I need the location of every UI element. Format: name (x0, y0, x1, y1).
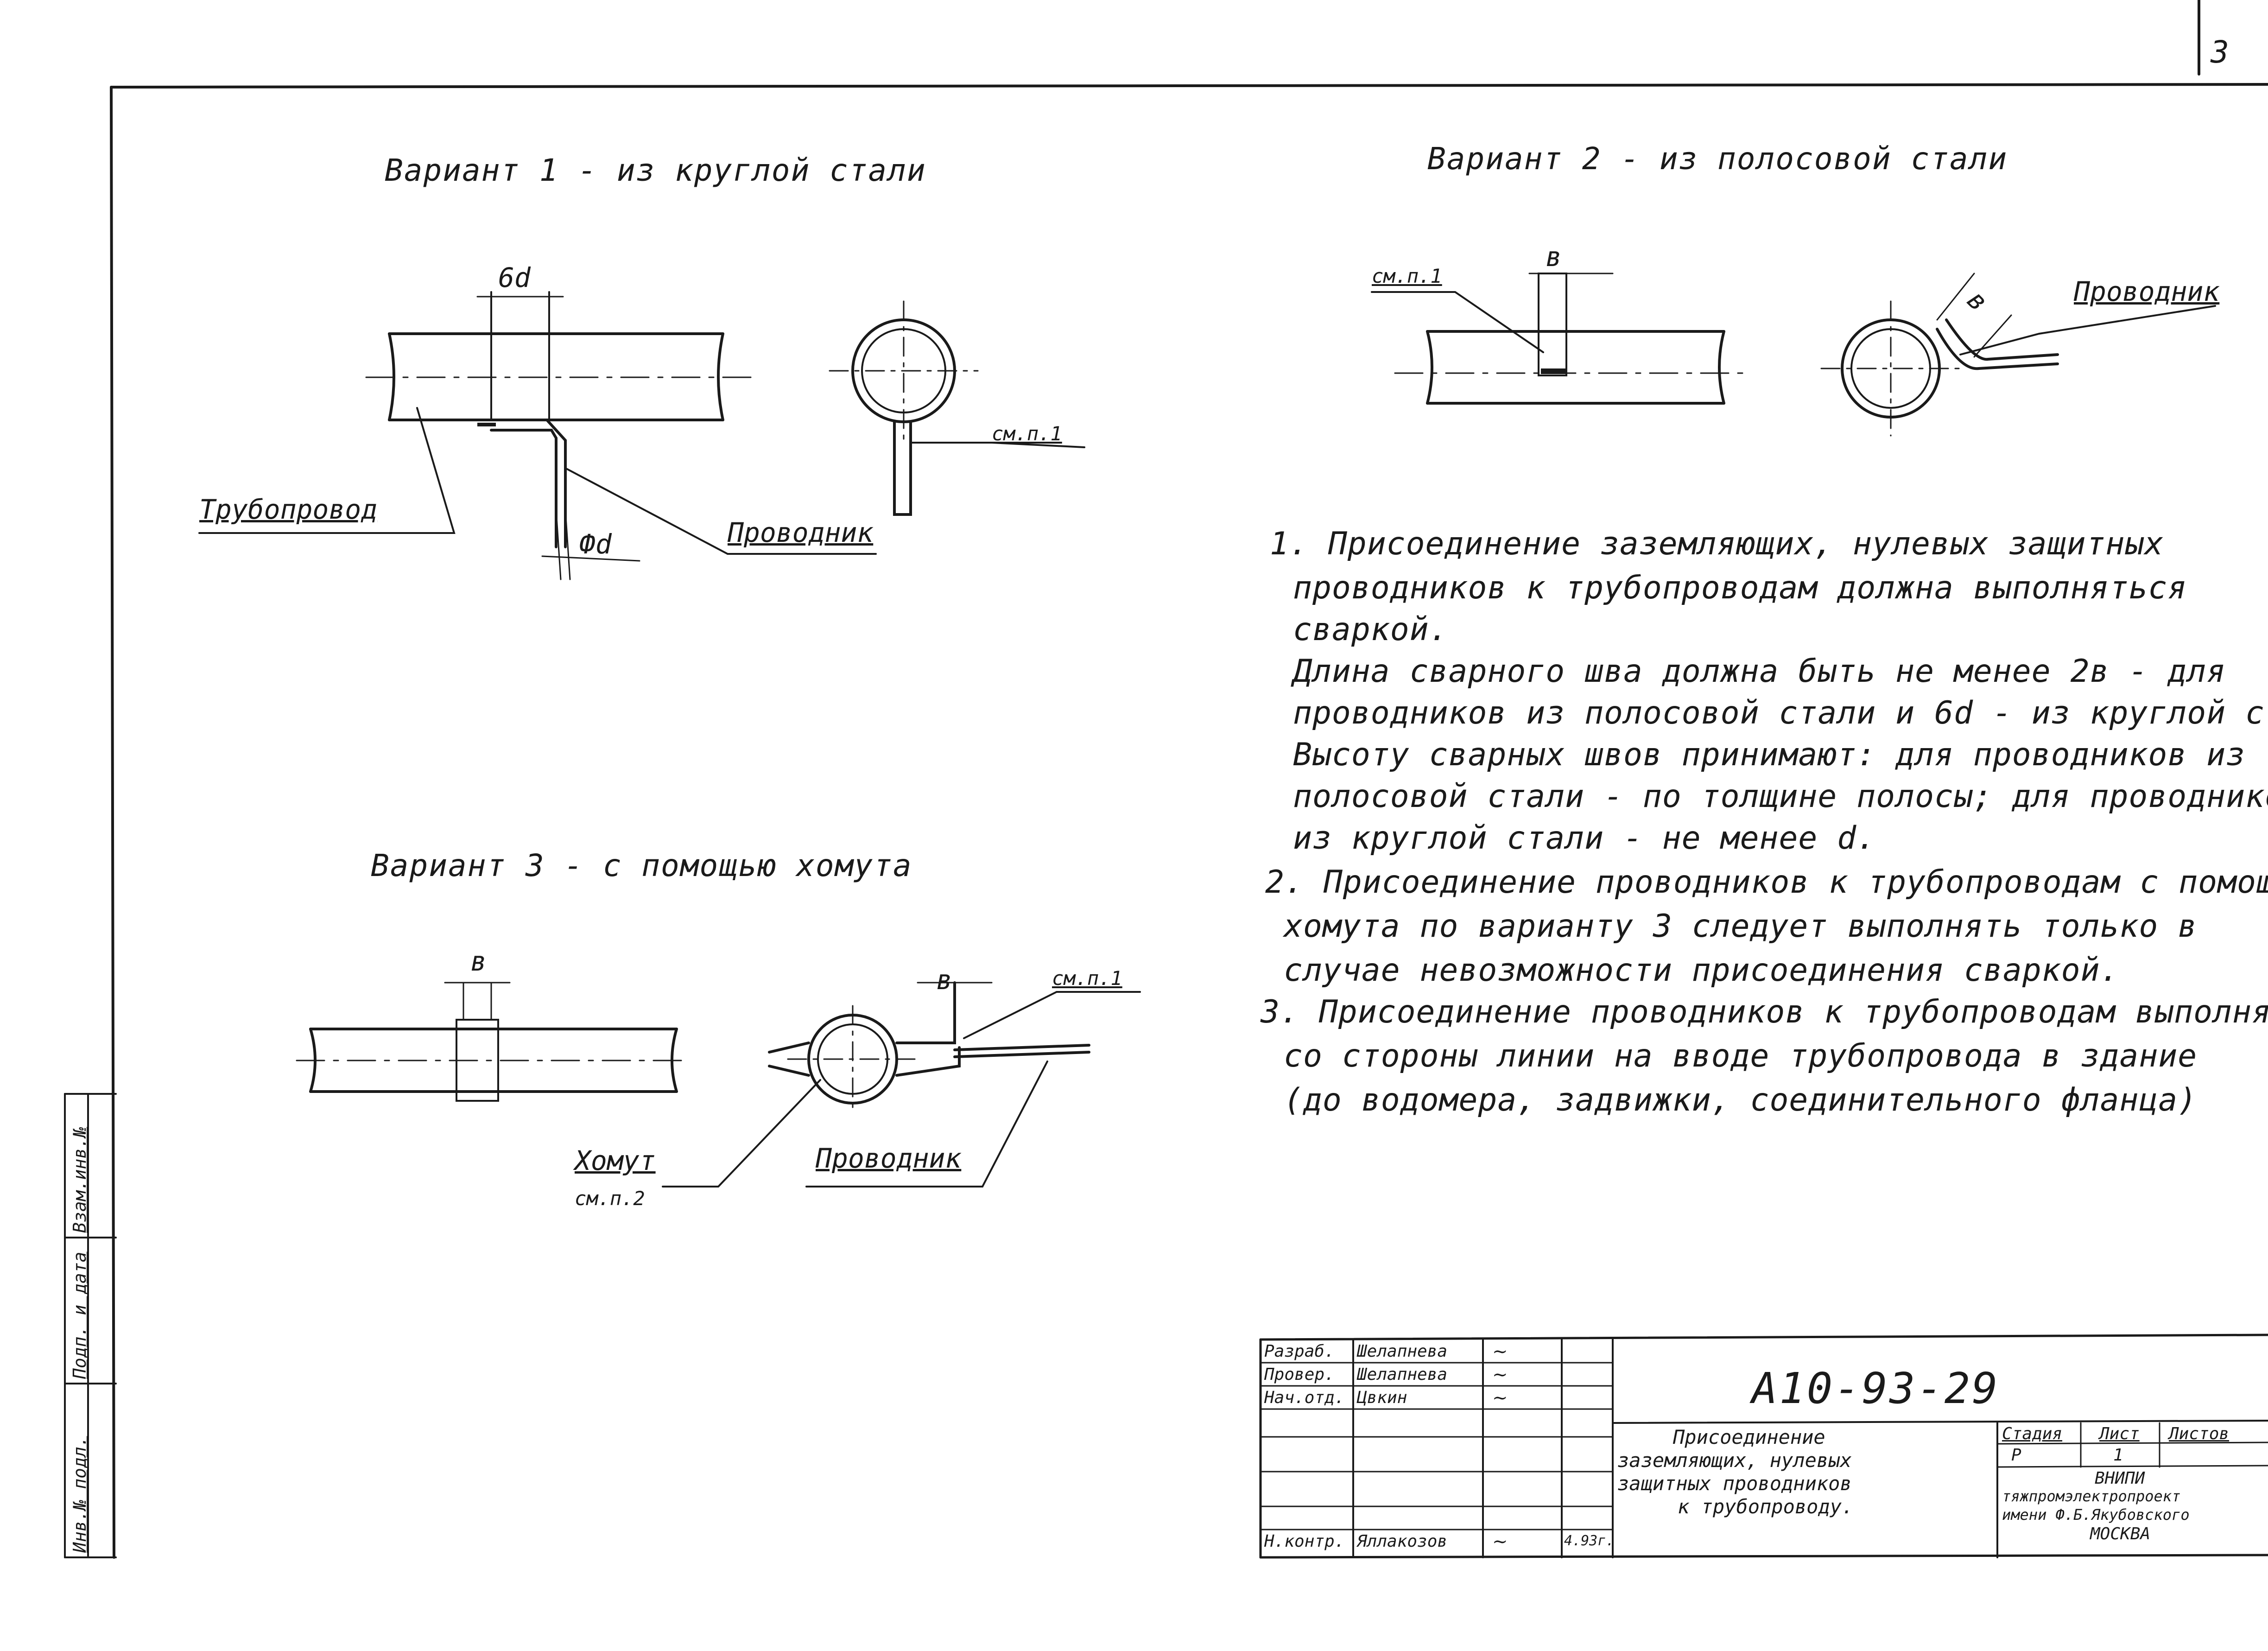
variant2-label-conductor: Проводник (2074, 276, 2220, 307)
tb-sheet-header: Лист (2099, 1424, 2140, 1443)
variant1-ref: см.п.1 (992, 422, 1062, 445)
variant3-dim-b-right: в (936, 964, 952, 996)
side-stamp-lines (64, 1093, 117, 1558)
note-line: Длина сварного шва должна быть не менее … (1293, 653, 2226, 690)
tb-org-line: МОСКВА (2090, 1524, 2151, 1543)
tb-stage-header: Стадия (2002, 1424, 2063, 1443)
note-line: (до водомера, задвижки, соединительного … (1284, 1082, 2198, 1118)
weld-mark-v1 (477, 423, 496, 426)
signature: ~ (1492, 1341, 1508, 1362)
title-block-grid (1259, 1334, 2268, 1559)
tb-org-line: имени Ф.Б.Якубовского (2002, 1506, 2190, 1524)
tb-desc-line: Присоединение (1673, 1426, 1825, 1448)
note-line: 2. Присоединение проводников к трубопров… (1265, 864, 2268, 901)
variant1-dim-diameter: Фd (579, 528, 612, 560)
note-line: со стороны линии на вводе трубопровода в… (1284, 1038, 2198, 1074)
signature: ~ (1492, 1364, 1508, 1385)
tb-name: Яллакозов (1357, 1532, 1448, 1551)
variant3-label-clamp: Хомут (575, 1145, 656, 1176)
tb-desc-line: заземляющих, нулевых (1617, 1449, 1852, 1472)
tb-role: Провер. (1264, 1365, 1335, 1384)
note-line: Высоту сварных швов принимают: для прово… (1293, 737, 2246, 773)
sheet-number: 3 (2211, 34, 2230, 70)
tb-role: Разраб. (1264, 1342, 1335, 1361)
variant3-dim-b-left: в (470, 946, 487, 977)
tb-desc-line: к трубопроводу. (1678, 1495, 1854, 1518)
note-line: полосовой стали - по толщине полосы; для… (1293, 778, 2268, 815)
tb-stage-value: Р (2011, 1446, 2021, 1465)
note-line: проводников из полосовой стали и 6d - из… (1293, 695, 2268, 731)
tb-code: А10-93-29 (1752, 1364, 2000, 1413)
note-line: сваркой. (1293, 611, 1449, 648)
variant3-section (662, 981, 1141, 1187)
weld-mark-v2 (1541, 368, 1566, 374)
variant1-dim-weld: 6d (498, 262, 531, 293)
tb-name: Шелапнева (1357, 1342, 1448, 1361)
note-line: случае невозможности присоединения сварк… (1284, 952, 2120, 989)
side-stamp-podp-data: Подп. и дата (70, 1251, 90, 1379)
signature: ~ (1492, 1531, 1508, 1552)
variant1-section (829, 300, 1085, 516)
variant2-dim-b: в (1546, 241, 1562, 273)
variant3-pipe (296, 982, 691, 1102)
variant1-pipe (198, 291, 877, 580)
variant2-pipe (1371, 273, 1743, 405)
variant2-ref: см.п.1 (1372, 265, 1442, 287)
note-line: 3. Присоединение проводников к трубопров… (1261, 994, 2268, 1030)
variant2-title: Вариант 2 - из полосовой стали (1427, 141, 2008, 177)
frame-border (110, 83, 2268, 89)
note-line: проводников к трубопроводам должна выпол… (1293, 570, 2187, 606)
tb-role: Нач.отд. (1264, 1388, 1345, 1407)
tb-org-line: тяжпромэлектропроект (2002, 1487, 2181, 1505)
side-stamp-vzam-inv: Взам.инв.№ (70, 1127, 90, 1233)
tb-sheet-value: 1 (2113, 1446, 2123, 1465)
variant1-title: Вариант 1 - из круглой стали (385, 152, 926, 188)
variant3-label-clamp-ref: см.п.2 (575, 1187, 645, 1210)
signature: ~ (1492, 1387, 1508, 1409)
tb-date: 4.93г. (1564, 1533, 1615, 1549)
variant2-section (1820, 273, 2216, 437)
tb-org-line: ВНИПИ (2095, 1469, 2145, 1488)
note-line: 1. Присоединение заземляющих, нулевых за… (1270, 526, 2164, 562)
variant3-title: Вариант 3 - с помощью хомута (371, 848, 912, 883)
tb-sheets-header: Листов (2169, 1424, 2230, 1443)
tb-desc-line: защитных проводников (1617, 1472, 1852, 1495)
variant1-label-pipeline: Трубопровод (199, 494, 378, 525)
tb-name: Цвкин (1357, 1388, 1407, 1407)
tb-role: Н.контр. (1264, 1532, 1345, 1551)
side-stamp-inv-podl: Инв.№ подл. (70, 1436, 90, 1553)
note-line: из круглой стали - не менее d. (1293, 820, 1876, 857)
tb-name: Шелапнева (1357, 1365, 1448, 1384)
variant3-label-conductor: Проводник (816, 1143, 962, 1174)
variant1-label-conductor: Проводник (728, 517, 874, 548)
note-line: хомута по варианту 3 следует выполнять т… (1284, 908, 2198, 945)
variant3-ref: см.п.1 (1052, 967, 1122, 990)
